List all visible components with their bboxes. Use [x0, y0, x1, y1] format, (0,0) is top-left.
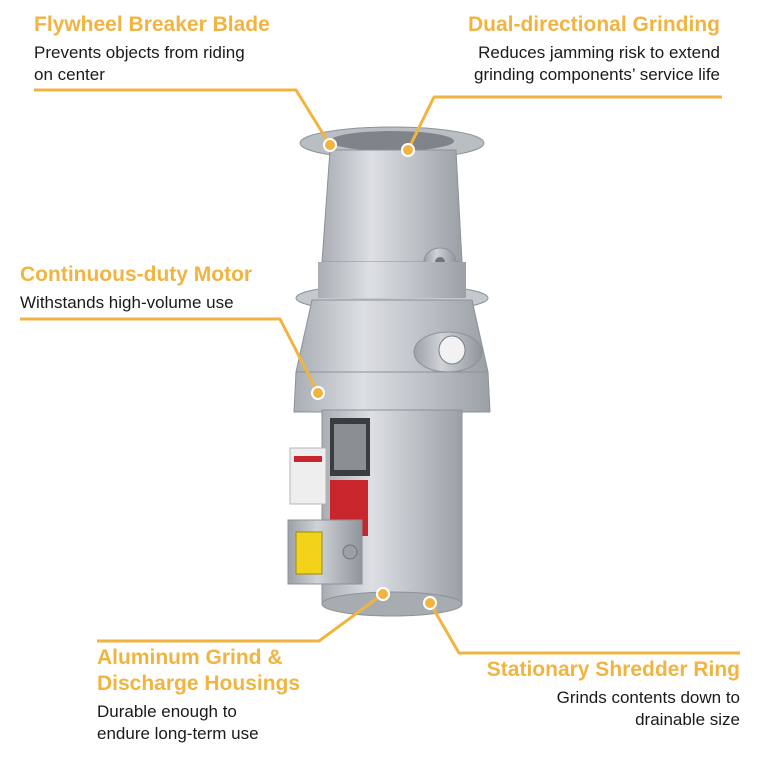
- callout-title: Aluminum Grind & Discharge Housings: [97, 646, 301, 695]
- upper-housing: [321, 149, 463, 263]
- callout-lines: [20, 88, 740, 655]
- callout-description: Grinds contents down to drainable size: [556, 688, 740, 729]
- callout-description: Durable enough to endure long-term use: [97, 702, 259, 743]
- callout-title: Dual-directional Grinding: [467, 13, 720, 36]
- callout-aluminum: Aluminum Grind & Discharge Housings Dura…: [97, 645, 300, 745]
- callout-title: Continuous-duty Motor: [20, 263, 253, 286]
- callout-motor: Continuous-duty Motor Withstands high-vo…: [20, 262, 252, 314]
- callout-description: Prevents objects from riding on center: [34, 43, 245, 84]
- callout-dual-directional: Dual-directional Grinding Reduces jammin…: [468, 12, 720, 86]
- callout-title: Flywheel Breaker Blade: [34, 13, 270, 36]
- junction-box: [287, 519, 363, 585]
- callout-description: Reduces jamming risk to extend grinding …: [474, 43, 720, 84]
- callout-shredder: Stationary Shredder Ring Grinds contents…: [487, 657, 740, 731]
- callout-title: Stationary Shredder Ring: [486, 658, 740, 681]
- discharge-port: [413, 331, 483, 373]
- callout-description: Withstands high-volume use: [20, 293, 234, 312]
- callout-flywheel: Flywheel Breaker Blade Prevents objects …: [34, 12, 270, 86]
